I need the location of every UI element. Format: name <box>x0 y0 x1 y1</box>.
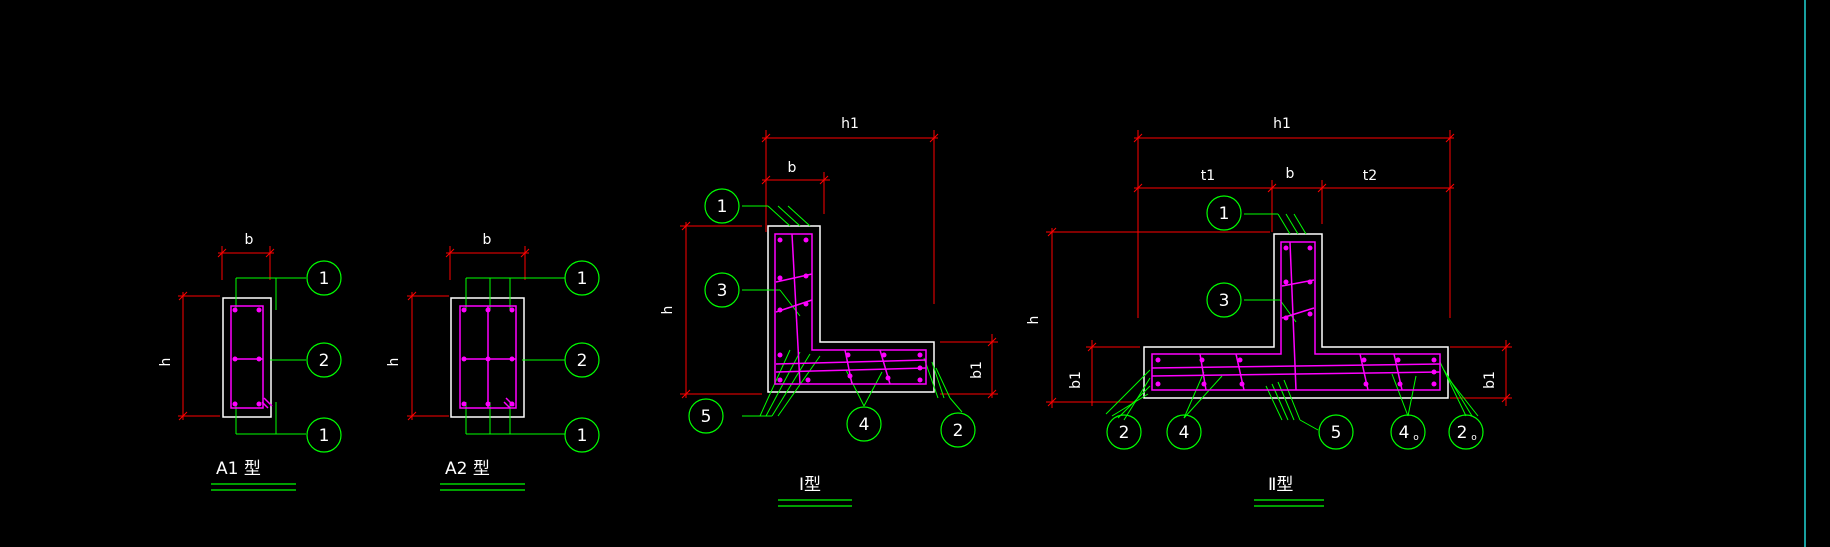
type-i-dim-h-label: h <box>660 306 676 315</box>
type-ii-dim-b1-left-label: b1 <box>1068 371 1084 389</box>
a1-rebar <box>230 305 273 409</box>
svg-text:3: 3 <box>1219 291 1230 311</box>
type-ii-callout-2-left: 2 <box>1106 414 1142 450</box>
a1-dim-h-label: h <box>158 358 174 367</box>
section-a2: b h <box>386 232 600 491</box>
type-ii-rebar-bars <box>1155 245 1437 387</box>
type-ii-dim-h1-label: h1 <box>1273 116 1291 132</box>
a1-leaders <box>235 277 306 435</box>
a2-leaders <box>465 277 565 435</box>
a2-callout-1-top: 1 <box>564 260 600 296</box>
svg-text:o: o <box>1413 433 1419 443</box>
a2-dim-b-label: b <box>483 232 492 248</box>
svg-text:1: 1 <box>577 426 588 446</box>
type-i-callout-1: 1 <box>704 188 740 224</box>
section-a1: b h <box>158 232 342 491</box>
a2-title: A2 型 <box>445 459 490 479</box>
type-ii-callout-1: 1 <box>1206 195 1242 231</box>
a1-title-underline <box>211 483 296 491</box>
type-ii-rebar <box>1151 241 1441 391</box>
type-ii-concrete-outline <box>1143 233 1449 399</box>
a1-callout-2: 2 <box>306 342 342 378</box>
a1-dimensions <box>178 246 275 421</box>
svg-text:4: 4 <box>1179 423 1190 443</box>
svg-text:1: 1 <box>717 197 728 217</box>
type-ii-dim-b1-right-label: b1 <box>1482 371 1498 389</box>
type-ii-dim-h-label: h <box>1026 316 1042 325</box>
type-ii-callout-4-right: 4 o <box>1390 414 1426 450</box>
type-ii-dimensions <box>1046 130 1512 408</box>
type-i-title-underline <box>778 499 852 507</box>
svg-text:1: 1 <box>577 269 588 289</box>
type-i-rebar <box>774 233 927 385</box>
type-i-callout-5: 5 <box>688 398 724 434</box>
section-type-i: h1 b h b1 <box>660 116 998 507</box>
a1-rebar-bars <box>232 307 262 407</box>
section-type-ii: h1 t1 b t2 h b1 b1 <box>1026 116 1512 507</box>
type-i-concrete-outline <box>767 225 935 393</box>
type-ii-title-underline <box>1254 499 1324 507</box>
type-i-dim-h1-label: h1 <box>841 116 859 132</box>
type-ii-callout-2-right: 2 o <box>1448 414 1484 450</box>
type-ii-callout-4-left: 4 <box>1166 414 1202 450</box>
a2-callout-1-bottom: 1 <box>564 417 600 453</box>
type-i-rebar-bars <box>777 237 923 383</box>
svg-text:2: 2 <box>319 351 330 371</box>
type-i-title: Ⅰ型 <box>799 475 821 495</box>
svg-text:2: 2 <box>953 421 964 441</box>
svg-text:4: 4 <box>859 415 870 435</box>
type-i-callout-3: 3 <box>704 272 740 308</box>
type-ii-callout-3: 3 <box>1206 282 1242 318</box>
type-ii-dim-b-label: b <box>1286 166 1295 182</box>
svg-text:2: 2 <box>1119 423 1130 443</box>
a1-title: A1 型 <box>216 459 261 479</box>
a1-callout-1-bottom: 1 <box>306 417 342 453</box>
type-ii-dim-t2-label: t2 <box>1363 168 1377 184</box>
type-ii-leaders <box>1105 213 1479 431</box>
svg-text:5: 5 <box>1331 423 1342 443</box>
svg-text:3: 3 <box>717 281 728 301</box>
svg-text:1: 1 <box>319 269 330 289</box>
a2-rebar-bars <box>461 307 515 407</box>
type-i-dimensions <box>680 130 998 399</box>
type-i-callout-4: 4 <box>846 406 882 442</box>
a2-dimensions <box>407 246 530 421</box>
svg-text:o: o <box>1471 433 1477 443</box>
svg-text:1: 1 <box>319 426 330 446</box>
svg-text:5: 5 <box>701 407 712 427</box>
type-ii-dim-t1-label: t1 <box>1201 168 1215 184</box>
svg-text:1: 1 <box>1219 204 1230 224</box>
a1-concrete-outline <box>222 297 272 418</box>
a2-callout-2: 2 <box>564 342 600 378</box>
svg-text:2: 2 <box>577 351 588 371</box>
type-ii-callout-5: 5 <box>1318 414 1354 450</box>
type-i-callout-2: 2 <box>940 412 976 448</box>
a1-callout-1-top: 1 <box>306 260 342 296</box>
type-i-dim-b-label: b <box>788 160 797 176</box>
svg-text:2: 2 <box>1457 423 1468 443</box>
type-ii-title: Ⅱ型 <box>1268 475 1293 495</box>
type-i-dim-b1-label: b1 <box>969 361 985 379</box>
a2-concrete-outline <box>450 297 525 418</box>
svg-text:4: 4 <box>1399 423 1410 443</box>
a1-dim-b-label: b <box>245 232 254 248</box>
a2-title-underline <box>440 483 525 491</box>
a2-dim-h-label: h <box>386 358 402 367</box>
sheet-border-line <box>1804 0 1806 547</box>
